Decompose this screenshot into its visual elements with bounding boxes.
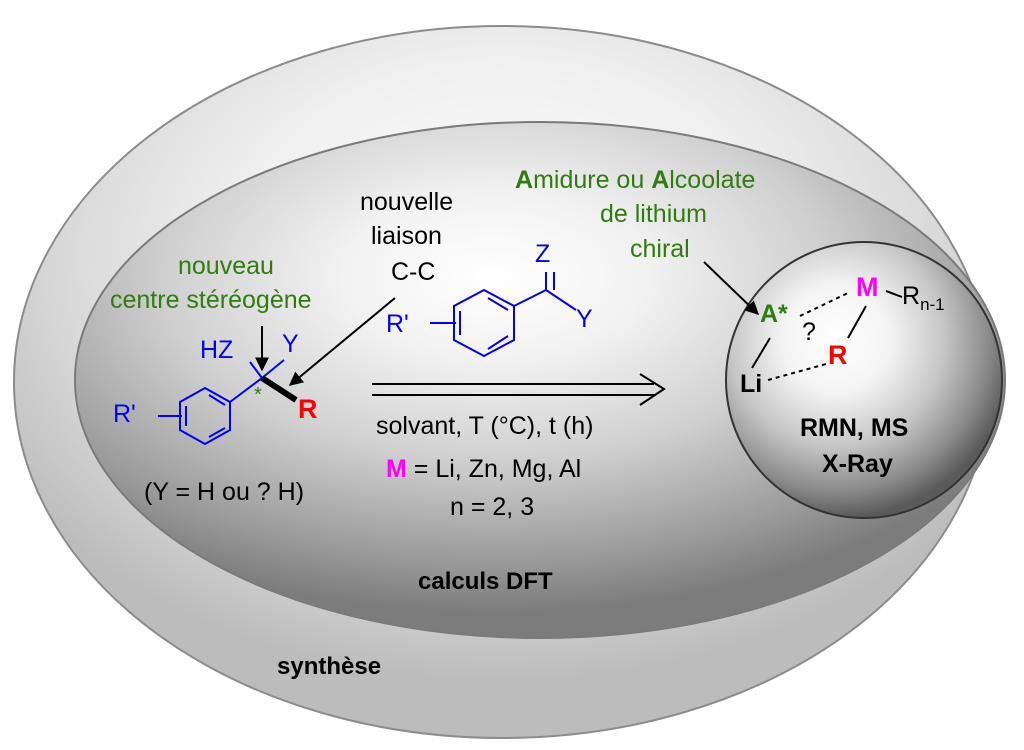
complex-m: M bbox=[856, 272, 879, 302]
complex-rn: Rn-1 bbox=[902, 282, 945, 315]
amidure-a2: A bbox=[651, 166, 670, 194]
nouvelle-liaison-line2: liaison bbox=[371, 222, 442, 250]
metal-list: = Li, Zn, Mg, Al bbox=[406, 455, 582, 483]
amidure-rest1: midure ou bbox=[533, 166, 652, 194]
bond-m-rn bbox=[885, 290, 903, 298]
amidure-a1: A bbox=[515, 166, 534, 194]
bond-a-li bbox=[751, 337, 771, 369]
y-note: (Y = H ou ? H) bbox=[144, 478, 305, 506]
calculs-dft-label: calculs DFT bbox=[418, 568, 553, 595]
n-values: n = 2, 3 bbox=[450, 493, 535, 521]
mol-left-y: Y bbox=[282, 330, 299, 358]
amidure-rest2: lcoolate bbox=[669, 166, 756, 194]
arrow-liaison bbox=[288, 297, 396, 386]
dft-ellipse bbox=[74, 121, 1006, 639]
mol-left-hz: HZ bbox=[200, 336, 234, 364]
complex-a-star: A* bbox=[760, 300, 788, 328]
synthese-label: synthèse bbox=[277, 653, 382, 680]
mol-top-rprime: R' bbox=[386, 310, 409, 338]
bond-li-r-dashed bbox=[767, 363, 827, 381]
complex-rn-r: R bbox=[902, 282, 921, 310]
xray-label: X-Ray bbox=[822, 450, 893, 478]
rmn-ms-label: RMN, MS bbox=[800, 414, 909, 442]
conditions-label: solvant, T (°C), t (h) bbox=[376, 412, 594, 440]
mol-left-r: R bbox=[298, 394, 318, 424]
complex-r: R bbox=[828, 340, 848, 370]
nouvelle-liaison-line3: C-C bbox=[391, 258, 436, 286]
complex-li: Li bbox=[740, 370, 763, 398]
complex-rn-sub: n-1 bbox=[920, 295, 945, 314]
nouvelle-liaison-line1: nouvelle bbox=[360, 188, 454, 216]
analysis-sphere bbox=[725, 241, 1003, 519]
reaction-arrow bbox=[372, 373, 666, 406]
bond-r-bold bbox=[260, 375, 298, 403]
bond-a-m-dashed bbox=[799, 291, 851, 317]
metal-symbol: M bbox=[386, 455, 407, 483]
arrow-amidure bbox=[703, 261, 760, 315]
nouveau-label-line2: centre stéréogène bbox=[110, 286, 312, 314]
amidure-line3: chiral bbox=[630, 235, 690, 263]
mol-left-star: * bbox=[254, 384, 262, 406]
nouveau-label-line1: nouveau bbox=[178, 252, 274, 280]
complex-question: ? bbox=[802, 318, 816, 346]
amidure-line2: de lithium bbox=[600, 200, 707, 228]
amidure-line1: Amidure ou Alcoolate bbox=[515, 166, 755, 195]
mol-top-z: Z bbox=[535, 240, 551, 268]
left-benzene-ring bbox=[158, 377, 263, 446]
bond-m-r bbox=[847, 305, 867, 339]
mol-top-y: Y bbox=[576, 305, 593, 333]
metal-line: M = Li, Zn, Mg, Al bbox=[386, 455, 581, 484]
mol-left-rprime: R' bbox=[113, 400, 136, 428]
top-benzene-ring bbox=[430, 272, 577, 358]
bond-y bbox=[261, 359, 285, 379]
